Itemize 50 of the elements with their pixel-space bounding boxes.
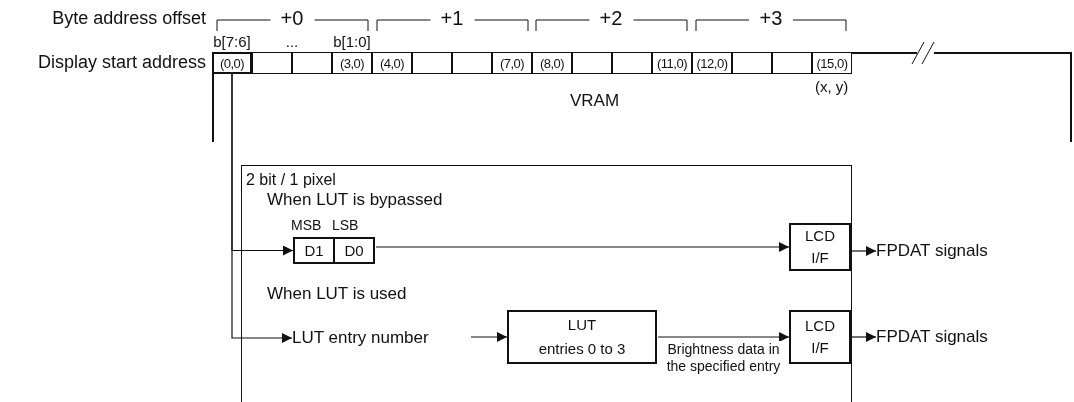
text-label: LUT entry number — [292, 326, 470, 350]
memory-cell — [732, 52, 772, 74]
side-label: (x, y) — [815, 79, 849, 96]
process-box: LCD I/F — [789, 223, 851, 271]
memory-cell: (15,0) — [812, 52, 852, 74]
bit-cell: D0 — [334, 237, 375, 264]
bit-label: b[1:0] — [333, 34, 371, 51]
memory-cell — [772, 52, 812, 74]
memory-cell: (7,0) — [492, 52, 532, 74]
process-box: LCD I/F — [789, 310, 851, 364]
side-label: MSB — [291, 218, 322, 234]
section-label: When LUT is bypassed — [267, 191, 443, 210]
panel-title: 2 bit / 1 pixel — [246, 171, 336, 189]
row-label: Byte address offset — [52, 9, 206, 29]
process-box — [507, 310, 657, 364]
memory-cell: (8,0) — [532, 52, 572, 74]
memory-cell — [572, 52, 612, 74]
arrow — [851, 332, 877, 342]
arrow — [375, 242, 790, 252]
panel-frame — [241, 165, 852, 402]
memory-label: VRAM — [570, 92, 620, 111]
row-label: Display start address — [37, 53, 206, 73]
memory-cell — [612, 52, 652, 74]
memory-cell: (12,0) — [692, 52, 732, 74]
bit-cell: D1 — [293, 237, 334, 264]
offset-label: +3 — [759, 7, 783, 29]
box-text: entries 0 to 3 — [538, 339, 626, 359]
memory-cell: (11,0) — [652, 52, 692, 74]
memory-cell: (4,0) — [372, 52, 412, 74]
side-label: LSB — [332, 218, 359, 234]
memory-cell — [292, 52, 332, 74]
memory-cell: (0,0) — [212, 52, 252, 74]
bit-label: b[7:6] — [213, 34, 251, 51]
box-text: LUT — [567, 315, 597, 335]
offset-label: +1 — [440, 7, 464, 29]
memory-cell — [252, 52, 292, 74]
text-label: FPDAT signals — [876, 325, 1016, 349]
offset-label: +0 — [280, 7, 304, 29]
offset-label: +2 — [599, 7, 623, 29]
arrow — [657, 332, 790, 342]
memory-cell: (3,0) — [332, 52, 372, 74]
arrow — [851, 246, 877, 256]
memory-cell — [412, 52, 452, 74]
arrow — [231, 73, 293, 343]
section-label: When LUT is used — [267, 285, 407, 304]
memory-cell — [452, 52, 492, 74]
text-label: FPDAT signals — [876, 239, 1016, 263]
ellipsis-label: ... — [285, 34, 299, 51]
vram-outline — [212, 52, 1074, 142]
arrow — [470, 332, 508, 342]
